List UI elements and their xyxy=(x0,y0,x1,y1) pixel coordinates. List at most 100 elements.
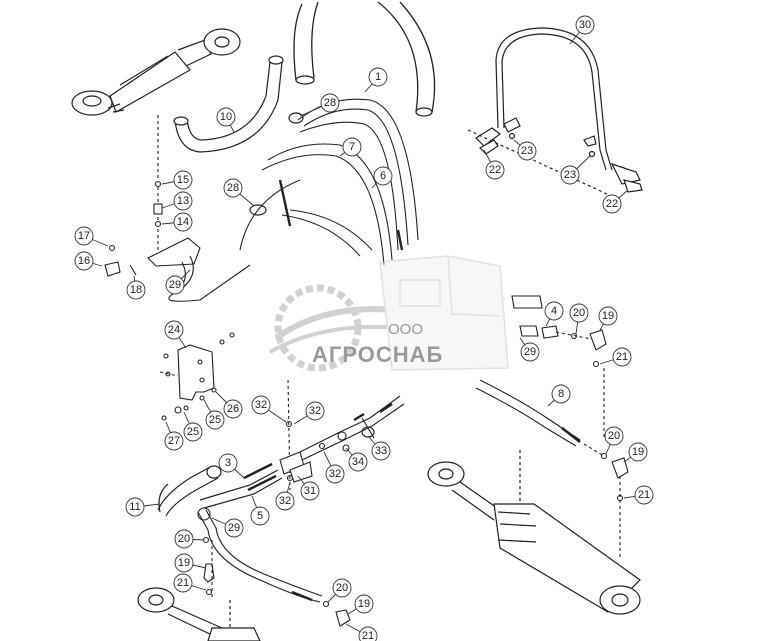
callout-number: 33 xyxy=(375,445,387,457)
callout-number: 10 xyxy=(220,111,232,123)
callout-c14: 14 xyxy=(173,212,193,232)
callout-number: 4 xyxy=(551,305,557,317)
hose-lower-left xyxy=(197,507,351,627)
callout-circle xyxy=(520,342,540,362)
callout-c16: 16 xyxy=(74,251,94,271)
callout-circle xyxy=(358,626,378,641)
callout-circle xyxy=(373,166,393,186)
callout-c15: 15 xyxy=(173,170,193,190)
callout-c29a: 29 xyxy=(165,275,185,295)
callout-c20d: 20 xyxy=(332,578,352,598)
callout-c6: 6 xyxy=(373,166,393,186)
callout-number: 29 xyxy=(524,346,536,358)
callout-circle xyxy=(371,441,391,461)
callout-circle xyxy=(560,165,580,185)
callout-number: 28 xyxy=(324,97,336,109)
callout-circle xyxy=(126,280,146,300)
callout-circle xyxy=(250,506,270,526)
callout-circle xyxy=(183,422,203,442)
callout-circle xyxy=(173,212,193,232)
callout-c23b: 23 xyxy=(560,165,580,185)
callout-number: 26 xyxy=(227,403,239,415)
callout-circle xyxy=(174,529,194,549)
callout-circle xyxy=(174,553,194,573)
callout-number: 23 xyxy=(521,145,533,157)
callout-c7: 7 xyxy=(342,137,362,157)
callout-number: 24 xyxy=(168,324,180,336)
callout-number: 16 xyxy=(78,255,90,267)
callout-circle xyxy=(74,226,94,246)
bracket-24 xyxy=(159,332,235,421)
callout-c34: 34 xyxy=(348,452,368,472)
callout-circle xyxy=(164,431,184,451)
callout-circle xyxy=(569,303,589,323)
callout-circle xyxy=(320,93,340,113)
callout-c19b: 19 xyxy=(628,442,648,462)
callout-circle xyxy=(604,426,624,446)
callout-number: 21 xyxy=(177,577,189,589)
callout-circle xyxy=(544,301,564,321)
callout-number: 19 xyxy=(632,446,644,458)
callout-circle xyxy=(173,191,193,211)
callout-number: 19 xyxy=(602,310,614,322)
callout-c18: 18 xyxy=(126,280,146,300)
callout-c1: 1 xyxy=(368,67,388,87)
large-tube-top xyxy=(293,1,436,117)
callout-number: 1 xyxy=(375,71,381,83)
callout-c26: 26 xyxy=(223,399,243,419)
callout-c21c: 21 xyxy=(173,573,193,593)
callout-circle xyxy=(485,160,505,180)
callout-number: 15 xyxy=(177,174,189,186)
callout-circle xyxy=(251,395,271,415)
callout-number: 32 xyxy=(329,468,341,480)
callout-circle xyxy=(216,107,236,127)
callout-c27: 27 xyxy=(164,431,184,451)
callout-number: 11 xyxy=(129,501,140,513)
callout-circle xyxy=(634,485,654,505)
callout-number: 7 xyxy=(349,141,355,153)
callout-circle xyxy=(575,15,595,35)
callout-c3: 3 xyxy=(218,453,238,473)
callout-circle xyxy=(275,491,295,511)
watermark-company-name: АГРОСНАБ xyxy=(312,342,443,367)
callout-circle xyxy=(325,464,345,484)
callout-number: 6 xyxy=(380,170,386,182)
callout-c21d: 21 xyxy=(358,626,378,641)
callout-c20b: 20 xyxy=(604,426,624,446)
callout-number: 23 xyxy=(564,169,576,181)
callout-circle xyxy=(218,453,238,473)
callout-c22b: 22 xyxy=(602,194,622,214)
callout-circle xyxy=(517,141,537,161)
callout-markers: 1345678101113141516171819191919202020202… xyxy=(74,15,654,641)
callout-circle xyxy=(205,410,225,430)
callout-circle xyxy=(348,452,368,472)
callout-number: 20 xyxy=(608,430,620,442)
callout-c20c: 20 xyxy=(174,529,194,549)
callout-c32a: 32 xyxy=(251,395,271,415)
callout-circle xyxy=(612,347,632,367)
callout-c19d: 19 xyxy=(354,594,374,614)
callout-number: 20 xyxy=(178,533,190,545)
callout-c33: 33 xyxy=(371,441,391,461)
callout-number: 25 xyxy=(187,426,199,438)
callout-number: 21 xyxy=(616,351,628,363)
callout-number: 27 xyxy=(168,435,180,447)
callout-circle xyxy=(305,401,325,421)
callout-number: 17 xyxy=(78,230,90,242)
callout-number: 20 xyxy=(336,582,348,594)
callout-c13: 13 xyxy=(173,191,193,211)
callout-number: 8 xyxy=(558,388,564,400)
callout-c20a: 20 xyxy=(569,303,589,323)
callout-number: 32 xyxy=(255,399,267,411)
callout-circle xyxy=(598,306,618,326)
callout-c32c: 32 xyxy=(275,491,295,511)
callout-number: 18 xyxy=(130,284,142,296)
callout-c10: 10 xyxy=(216,107,236,127)
callout-c25b: 25 xyxy=(205,410,225,430)
callout-circle xyxy=(300,481,320,501)
callout-circle xyxy=(223,399,243,419)
hydraulic-cylinder-right xyxy=(427,450,641,615)
callout-c17: 17 xyxy=(74,226,94,246)
callout-number: 29 xyxy=(228,522,240,534)
